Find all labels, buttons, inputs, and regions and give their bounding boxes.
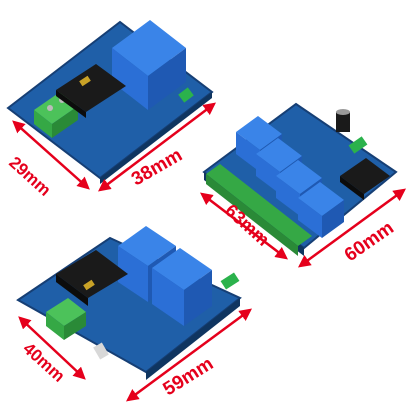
capacitor — [336, 109, 350, 132]
wifi-module — [56, 64, 126, 118]
dim-arrow-38 — [98, 102, 216, 192]
dim-arrow-29 — [12, 120, 90, 190]
dim-label-60: 60mm — [341, 217, 398, 266]
jumper-pins — [93, 342, 109, 360]
dim-arrow-60 — [297, 188, 407, 268]
wifi-module-2 — [56, 250, 128, 306]
small-terminal — [178, 87, 194, 103]
dim-arrow-59 — [125, 308, 253, 402]
dim-arrow-40 — [18, 316, 86, 380]
dim-label-40: 40mm — [19, 339, 68, 386]
small-terminal-4 — [348, 136, 368, 154]
relay-1 — [112, 20, 186, 110]
small-terminal-2 — [220, 272, 240, 290]
dim-label-29: 29mm — [5, 153, 54, 200]
dim-arrow-63 — [200, 192, 288, 260]
